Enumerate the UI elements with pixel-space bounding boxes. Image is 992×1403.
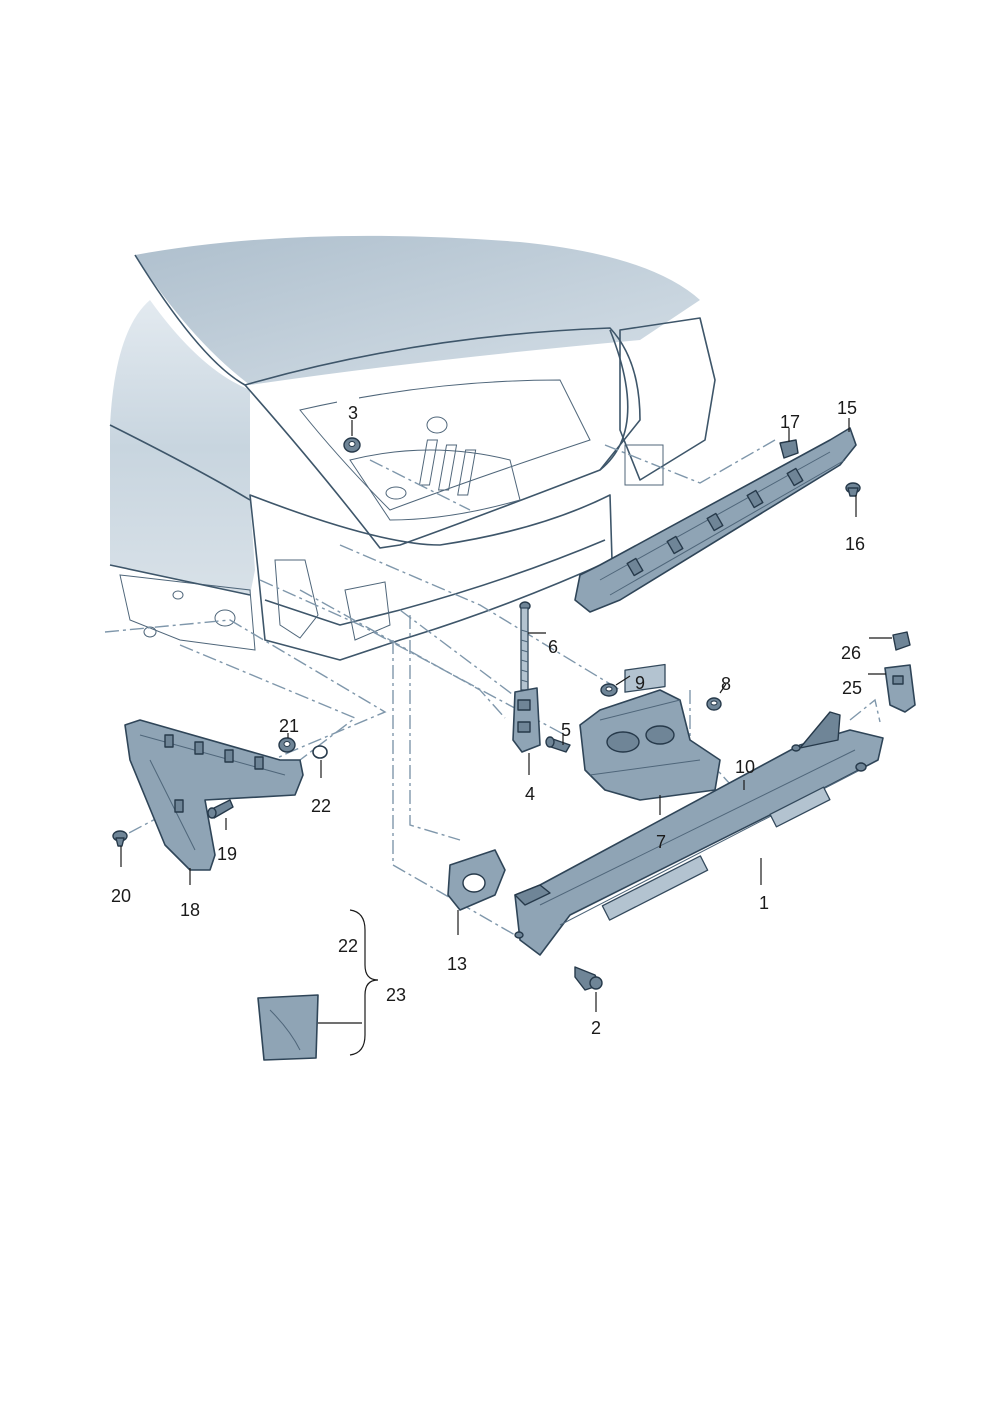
callout-16: 16 (845, 534, 865, 554)
body-side-panel (110, 300, 255, 595)
lower-body-hole-2 (214, 609, 236, 627)
rear-panel-lower-edge (264, 539, 606, 626)
body-outline (109, 254, 629, 596)
part-7-crash-box (579, 663, 721, 801)
callout-25: 25 (842, 678, 862, 698)
rear-panel (249, 494, 613, 661)
trunk-floor (299, 379, 591, 511)
taillight-recess-right (344, 581, 391, 641)
part-3-nut (343, 437, 361, 453)
callout-20: 20 (111, 886, 131, 906)
floor-hole (426, 416, 448, 434)
part-6-long-bolt (519, 601, 531, 691)
right-taillight-recess (624, 444, 664, 486)
roof-panel (135, 235, 700, 385)
part-26-clip (892, 631, 911, 651)
part-2-bolt (574, 966, 603, 991)
callout-23: 23 (386, 985, 406, 1005)
part-16-screw (845, 482, 861, 497)
part-22-washer (312, 745, 328, 759)
callout-26: 26 (841, 643, 861, 663)
lower-body-hole-3 (172, 590, 184, 600)
part-20-screw (112, 830, 128, 847)
assembly-guide-lines (104, 439, 881, 936)
part-4-guide-bracket (512, 687, 541, 753)
callout-15: 15 (837, 398, 857, 418)
part-13-mounting-plate (447, 849, 506, 911)
part-19-screw (207, 799, 234, 819)
part-1-bumper-reinforcement (514, 711, 884, 956)
lower-body-left (119, 574, 256, 651)
callout-4: 4 (525, 784, 535, 804)
floor-rib-1 (418, 439, 439, 486)
part-9-nut (600, 683, 618, 697)
callout-22-kit: 22 (338, 936, 358, 956)
callout-labels: 1 2 3 4 5 6 7 8 9 10 13 15 16 17 18 19 2… (111, 398, 865, 1038)
spare-wheel-well (349, 449, 521, 521)
callout-13: 13 (447, 954, 467, 974)
callout-21: 21 (279, 716, 299, 736)
callout-5: 5 (561, 720, 571, 740)
floor-hole-2 (385, 486, 407, 500)
part-18-side-bracket (124, 719, 304, 871)
callout-8: 8 (721, 674, 731, 694)
part-15-upper-bracket-rail (574, 427, 857, 613)
part-8-screw (706, 697, 722, 711)
label-blank (337, 386, 359, 414)
callout-19: 19 (217, 844, 237, 864)
callout-2: 2 (591, 1018, 601, 1038)
callout-10: 10 (735, 757, 755, 777)
leader-lines (120, 418, 892, 1012)
callout-22-washer: 22 (311, 796, 331, 816)
callout-7: 7 (656, 832, 666, 852)
right-quarter-panel (619, 317, 716, 481)
part-17-clip (779, 439, 799, 459)
callout-17: 17 (780, 412, 800, 432)
floor-rib-2 (438, 444, 458, 491)
callout-1: 1 (759, 893, 769, 913)
callout-18: 18 (180, 900, 200, 920)
kit-brace (349, 909, 379, 1056)
callout-6: 6 (548, 637, 558, 657)
part-23-bag (257, 994, 362, 1061)
taillight-recess-left (274, 559, 319, 639)
part-25-small-bracket (884, 664, 916, 713)
callout-3: 3 (348, 403, 358, 423)
part-21-nut (278, 737, 296, 753)
car-body-rear (109, 235, 716, 661)
callout-9: 9 (635, 673, 645, 693)
floor-rib-3 (457, 449, 477, 496)
